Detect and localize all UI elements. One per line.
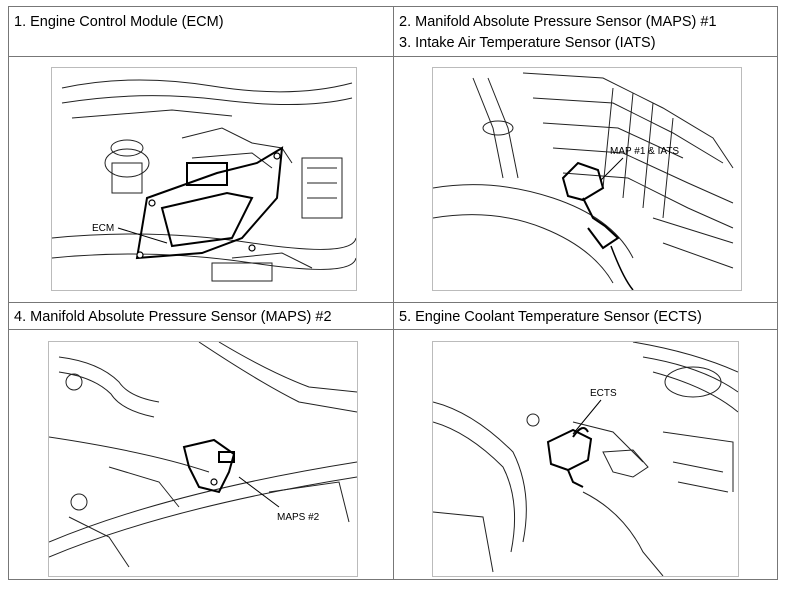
caption-maps2: 4. Manifold Absolute Pressure Sensor (MA…	[14, 307, 332, 328]
maps2-illustration: MAPS #2	[48, 341, 358, 577]
caption-line: 5. Engine Coolant Temperature Sensor (EC…	[399, 309, 702, 325]
ects-illustration: ECTS	[432, 341, 739, 577]
table-border-left	[8, 6, 9, 580]
ecm-illustration: ECM	[51, 67, 357, 291]
caption-line: 1. Engine Control Module (ECM)	[14, 14, 224, 30]
ects-line-drawing: ECTS	[433, 342, 738, 576]
table-border-right	[777, 6, 778, 580]
maps2-line-drawing: MAPS #2	[49, 342, 357, 568]
maps1-iats-illustration: MAP #1 & IATS	[432, 67, 742, 291]
column-divider	[393, 6, 394, 580]
caption-ects: 5. Engine Coolant Temperature Sensor (EC…	[399, 307, 702, 328]
caption-line: 4. Manifold Absolute Pressure Sensor (MA…	[14, 309, 332, 325]
maps1-iats-line-drawing: MAP #1 & IATS	[433, 72, 734, 290]
callout-ecm: ECM	[92, 223, 114, 234]
callout-ects: ECTS	[590, 388, 617, 399]
ecm-line-drawing: ECM	[52, 79, 356, 282]
caption-maps1-iats: 2. Manifold Absolute Pressure Sensor (MA…	[399, 12, 717, 54]
caption-ecm: 1. Engine Control Module (ECM)	[14, 12, 224, 33]
callout-maps2: MAPS #2	[277, 512, 320, 523]
caption-line: 2. Manifold Absolute Pressure Sensor (MA…	[399, 14, 717, 30]
caption-line: 3. Intake Air Temperature Sensor (IATS)	[399, 35, 656, 51]
component-location-table: 1. Engine Control Module (ECM) 2. Manifo…	[8, 6, 778, 586]
callout-maps1-iats: MAP #1 & IATS	[610, 146, 679, 157]
